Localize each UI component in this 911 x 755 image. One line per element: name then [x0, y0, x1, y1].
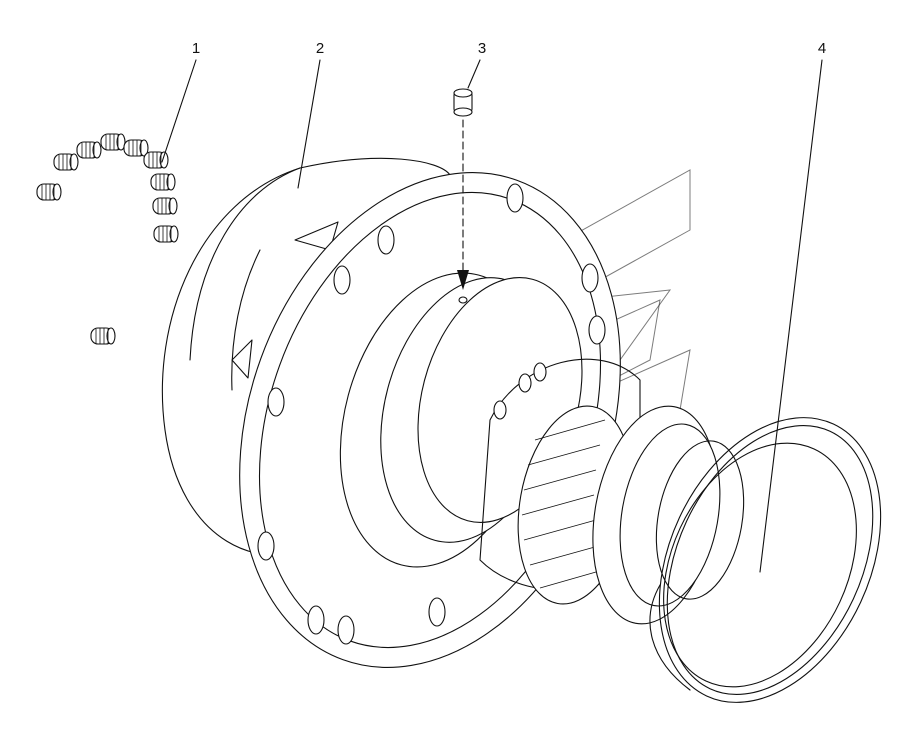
callout-3-label: 3: [478, 40, 486, 57]
callout-2-label: 2: [316, 40, 324, 57]
leader-lines: [161, 59, 823, 573]
callout-1-label: 1: [192, 40, 200, 57]
callout-4-label: 4: [818, 40, 826, 57]
wheel-hub: [161, 157, 745, 668]
set-screws: [36, 133, 179, 345]
bolt-holes: [257, 183, 606, 645]
retaining-ring: [649, 417, 882, 703]
pin: [453, 88, 473, 290]
